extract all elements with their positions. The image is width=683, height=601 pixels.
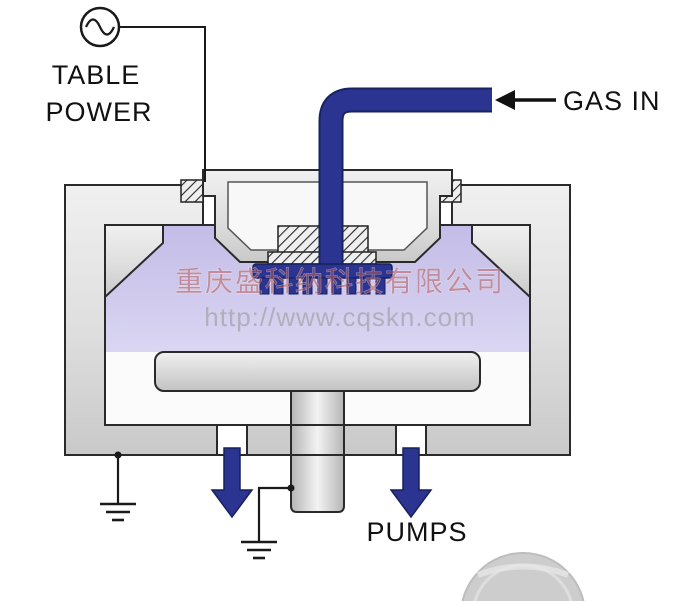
nozzle — [273, 277, 284, 295]
ac-sine-wave-icon — [85, 18, 115, 36]
nozzle — [259, 277, 270, 295]
wafer-table — [154, 351, 481, 392]
ground-symbol-left-icon — [100, 451, 136, 522]
nozzle — [375, 277, 386, 295]
table-pedestal — [290, 390, 345, 513]
gas-in-arrow-head — [495, 90, 515, 110]
pump-arrow-right-icon — [389, 447, 433, 519]
ground-symbol-center-icon — [241, 484, 295, 560]
gas-in-arrow-icon — [495, 90, 556, 110]
nozzle — [360, 277, 371, 295]
watermark-url: http://www.cqskn.com — [204, 302, 475, 332]
watermark-company: 重庆盛科纳科技有限公司 — [175, 266, 505, 297]
showerhead-nozzles — [259, 277, 386, 295]
stamp-watermark — [461, 552, 585, 601]
gas-inlet-pipe — [320, 89, 492, 268]
nozzle — [317, 277, 328, 295]
pumps-label: PUMPS — [366, 517, 467, 547]
table-power-label-line2: POWER — [45, 97, 152, 127]
insulator-left — [180, 179, 204, 203]
nozzle — [288, 277, 299, 295]
table-power-label-line1: TABLE — [52, 60, 141, 90]
pump-arrow-left-icon — [210, 447, 254, 519]
chamber-body — [64, 184, 571, 456]
nozzle — [331, 277, 342, 295]
table-power-wire — [119, 26, 206, 182]
stamp-arc — [476, 563, 570, 578]
showerhead — [252, 263, 393, 295]
nozzle — [346, 277, 357, 295]
stamp-circle — [461, 552, 585, 601]
nozzle — [302, 277, 313, 295]
ground-wire — [257, 486, 291, 542]
gas-in-label: GAS IN — [563, 86, 661, 116]
ac-source-icon — [79, 6, 206, 182]
